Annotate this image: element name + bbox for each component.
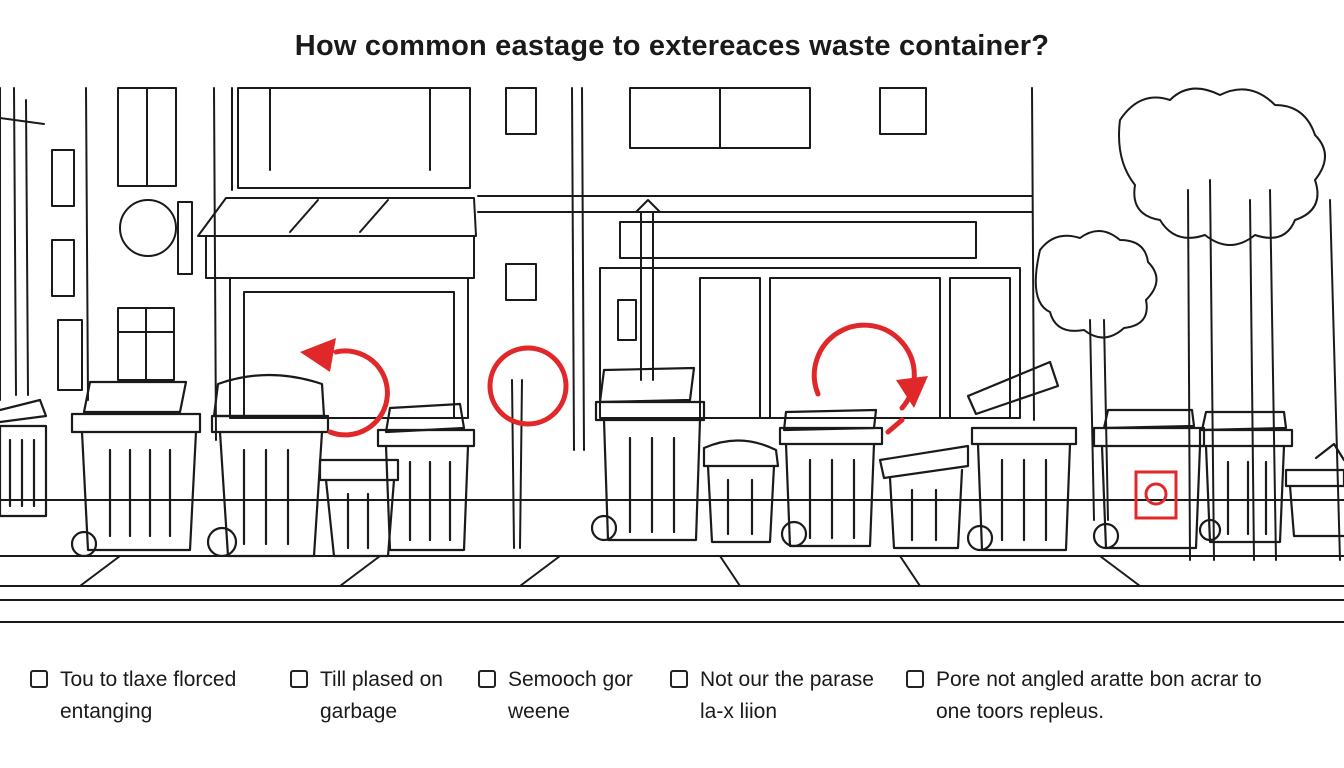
option-3[interactable]: Semooch gor weene [478,664,633,728]
option-1-label: Tou to tlaxe florced entanging [60,668,237,723]
red-arrow-left [327,348,390,438]
left-building [0,87,193,401]
red-recycle-label [1134,470,1178,520]
option-2-label: Till plased on garbage [320,668,443,723]
street-scene-illustration [0,87,1344,623]
question-title: How common eastage to extereaces waste c… [294,30,1050,62]
option-4-checkbox[interactable] [670,670,688,688]
option-3-checkbox[interactable] [478,670,496,688]
option-5-label: Pore not angled aratte bon acrar to one … [936,668,1262,723]
red-circle-sign [487,345,569,427]
red-arrow-right [811,322,917,411]
option-2-checkbox[interactable] [290,670,308,688]
option-3-label: Semooch gor weene [508,668,633,723]
waste-bins [0,360,1344,558]
option-1-checkbox[interactable] [30,670,48,688]
option-5[interactable]: Pore not angled aratte bon acrar to one … [906,664,1262,728]
option-1[interactable]: Tou to tlaxe florced entanging [30,664,236,728]
option-4[interactable]: Not our the parase la-x liion [670,664,874,728]
center-left-building [197,87,537,441]
option-5-checkbox[interactable] [906,670,924,688]
answer-options: Tou to tlaxe florced entanging Till plas… [0,664,1344,744]
option-2[interactable]: Till plased on garbage [290,664,443,728]
center-right-building [477,87,1035,421]
trees [1034,87,1341,561]
option-4-label: Not our the parase la-x liion [700,668,874,723]
